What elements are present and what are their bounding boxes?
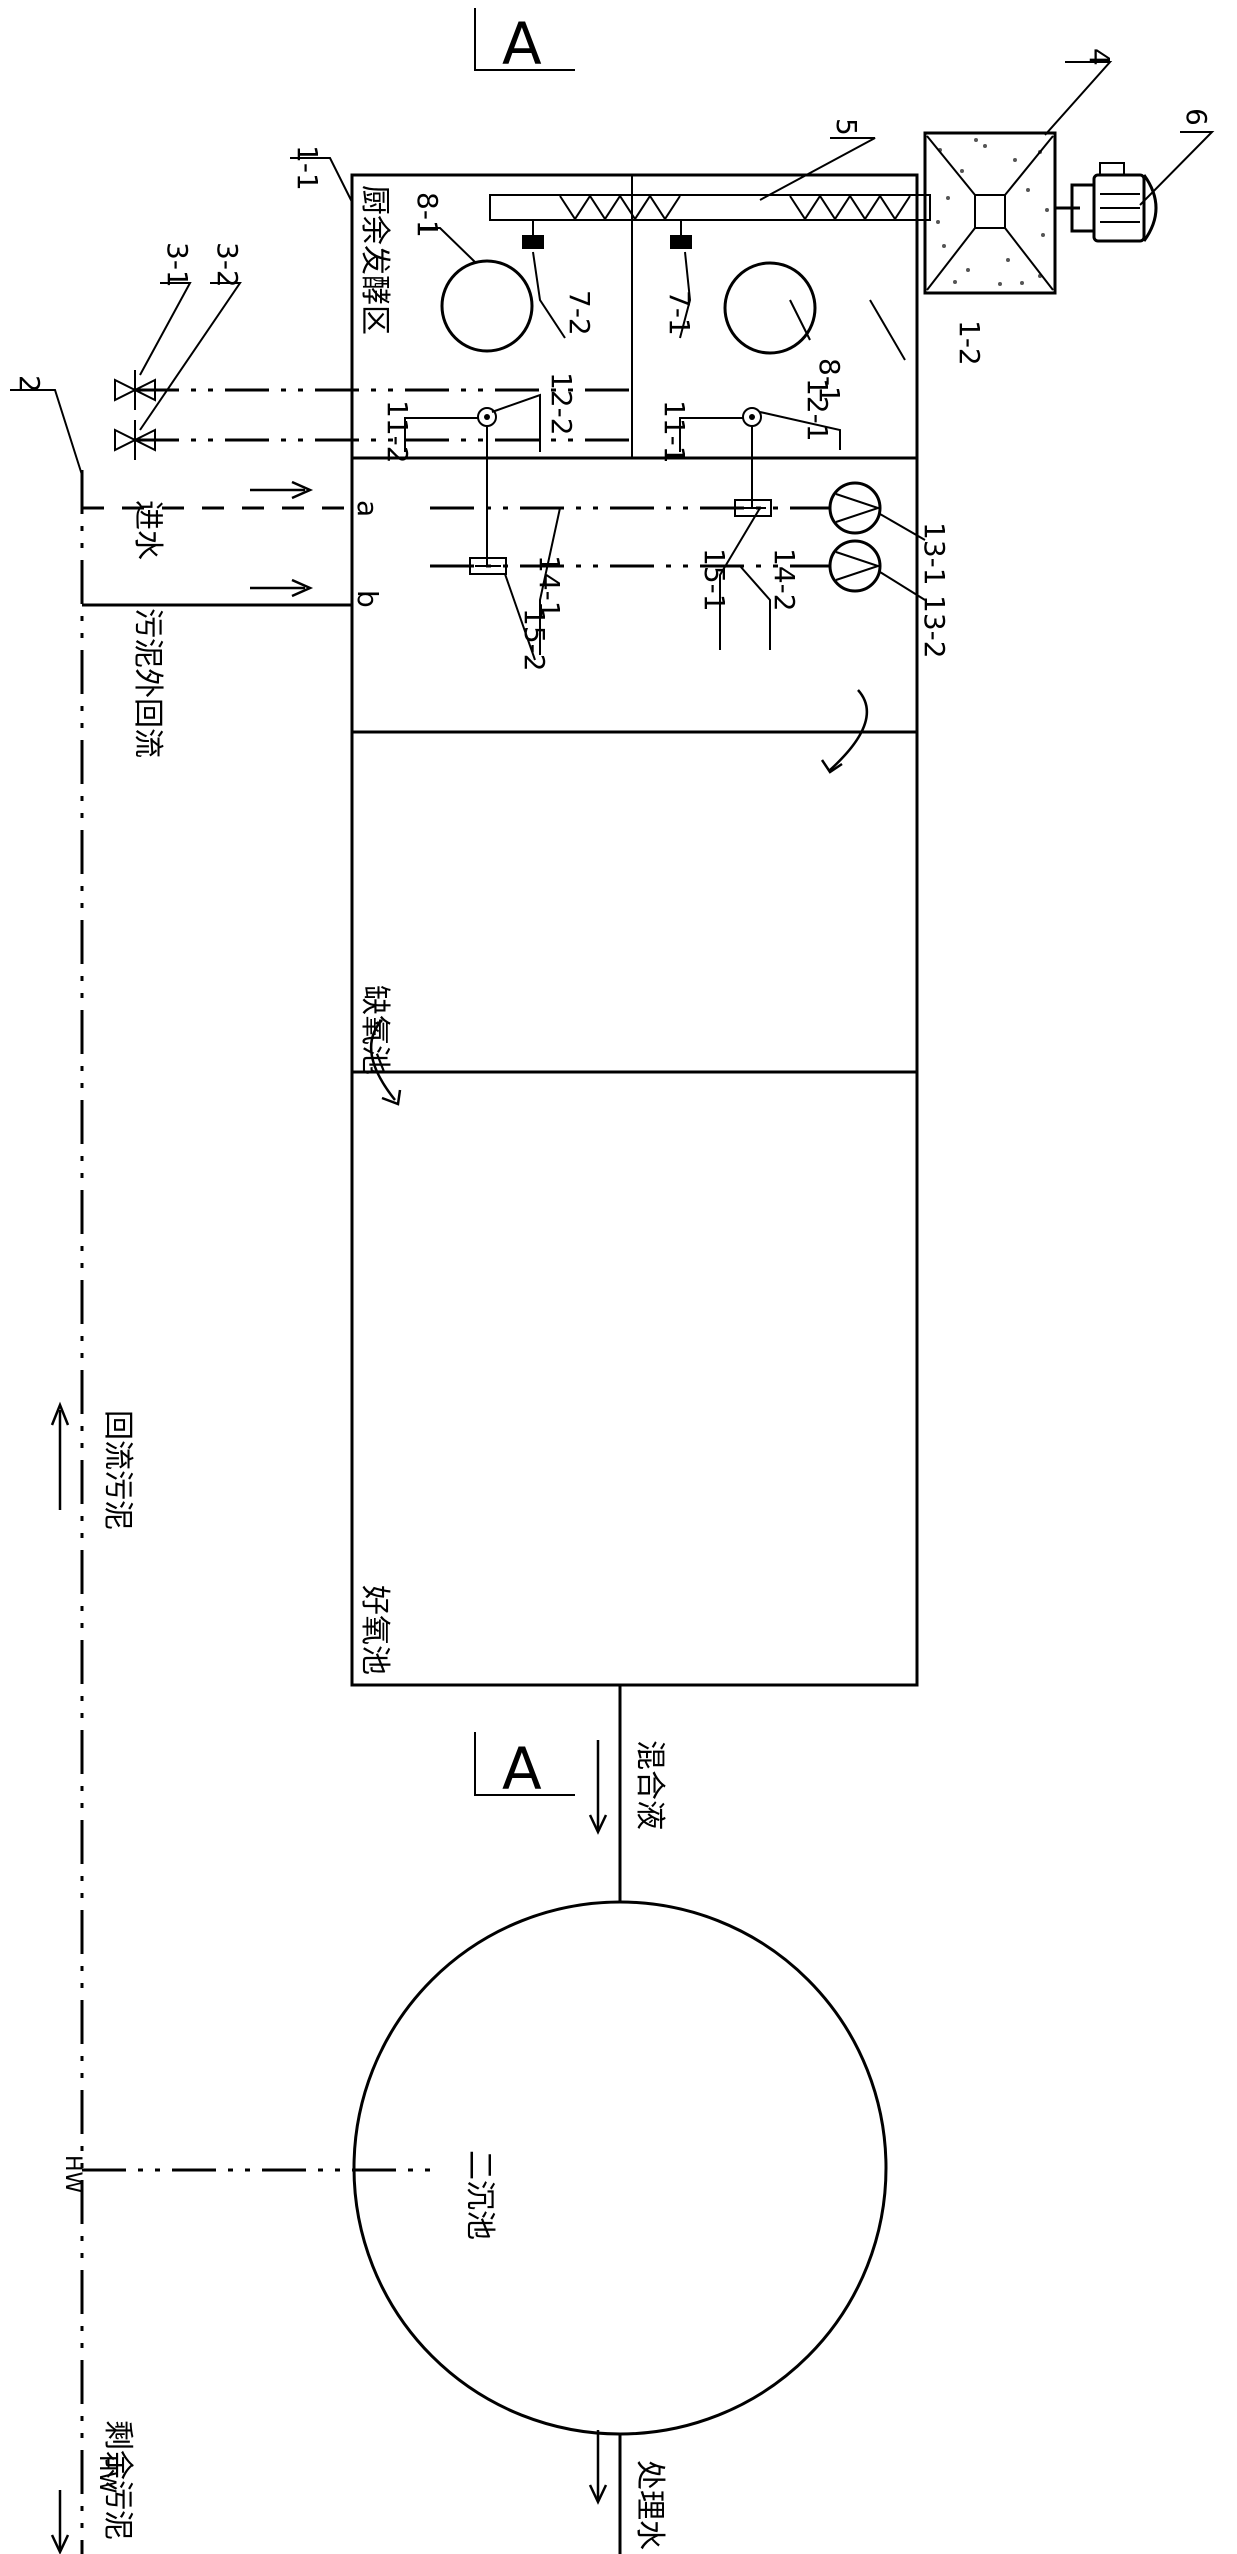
svg-text:3-1: 3-1 (161, 242, 194, 288)
sludge-return-line (80, 470, 440, 2554)
svg-text:6: 6 (1180, 108, 1213, 126)
svg-text:剩余污泥: 剩余污泥 (100, 2420, 135, 2540)
mixing-arrow-1 (829, 689, 869, 771)
screw-conveyor (489, 194, 931, 249)
svg-text:14-2: 14-2 (768, 548, 801, 612)
svg-text:好氧池: 好氧池 (357, 1585, 392, 1675)
svg-text:11-2: 11-2 (381, 400, 414, 464)
flow-arrows (50, 480, 608, 2554)
svg-text:13-2: 13-2 (918, 595, 951, 659)
svg-text:二沉池: 二沉池 (462, 2150, 497, 2240)
svg-text:4: 4 (1083, 48, 1116, 66)
storage-tank-8-1-right (723, 261, 817, 355)
svg-text:8-1: 8-1 (813, 358, 846, 404)
pump-13-2 (828, 539, 882, 593)
pump-13-1 (828, 481, 882, 535)
svg-text:回流污泥: 回流污泥 (100, 1410, 135, 1530)
storage-tank-8-1-left (440, 259, 534, 353)
svg-text:处理水: 处理水 (632, 2460, 667, 2550)
section-mark-top: A (474, 8, 575, 78)
component-labels: 4 5 6 1-1 1-2 3-1 3-2 2 8-1 7-2 7-1 8-1 … (13, 48, 1213, 2494)
svg-text:A: A (502, 1735, 542, 1803)
svg-text:b: b (351, 590, 384, 608)
motor (1055, 162, 1158, 243)
valve-3-2 (114, 428, 138, 452)
svg-text:混合液: 混合液 (632, 1740, 667, 1830)
svg-text:7-1: 7-1 (663, 290, 696, 336)
valve-3-1 (114, 378, 138, 402)
discharge-port-7-2 (522, 235, 544, 249)
flow-labels: 进水 污泥外回流 回流污泥 混合液 处理水 剩余污泥 (100, 500, 667, 2550)
svg-text:5: 5 (830, 118, 863, 136)
svg-text:HW: HW (60, 2155, 85, 2194)
mixing-arrow-2 (369, 1019, 396, 1101)
svg-text:14-1: 14-1 (533, 555, 566, 619)
svg-text:1-1: 1-1 (291, 145, 324, 191)
svg-text:厨余发酵区: 厨余发酵区 (357, 185, 392, 335)
svg-text:3-2: 3-2 (211, 242, 244, 288)
svg-text:11-1: 11-1 (658, 400, 691, 464)
svg-text:7-2: 7-2 (563, 290, 596, 336)
svg-text:12-2: 12-2 (545, 372, 578, 436)
leader-lines (10, 61, 1215, 661)
svg-text:a: a (351, 500, 384, 517)
svg-text:进水: 进水 (130, 500, 165, 560)
section-mark-bottom: A (474, 1732, 575, 1803)
zone-labels: 厨余发酵区 缺氧池 好氧池 二沉池 (357, 185, 497, 2240)
flowmeter-15-1 (734, 499, 772, 517)
inlet-pipes (114, 370, 632, 460)
svg-text:缺氧池: 缺氧池 (357, 985, 392, 1075)
tank-outline (350, 173, 919, 1687)
svg-text:13-1: 13-1 (918, 522, 951, 586)
svg-text:1-2: 1-2 (953, 320, 986, 366)
svg-text:A: A (502, 10, 542, 78)
svg-text:15-2: 15-2 (518, 608, 551, 672)
secondary-clarifier (352, 1900, 888, 2436)
flowmeter-15-2 (469, 557, 507, 575)
svg-text:12-1: 12-1 (801, 378, 834, 442)
hopper (923, 131, 1057, 295)
discharge-port-7-1 (670, 235, 692, 249)
svg-text:8-1: 8-1 (411, 192, 444, 238)
svg-text:2: 2 (13, 375, 46, 393)
internal-pipes (430, 426, 830, 575)
svg-text:污泥外回流: 污泥外回流 (130, 608, 165, 758)
svg-text:15-1: 15-1 (698, 548, 731, 612)
svg-text:HW: HW (94, 2455, 119, 2494)
